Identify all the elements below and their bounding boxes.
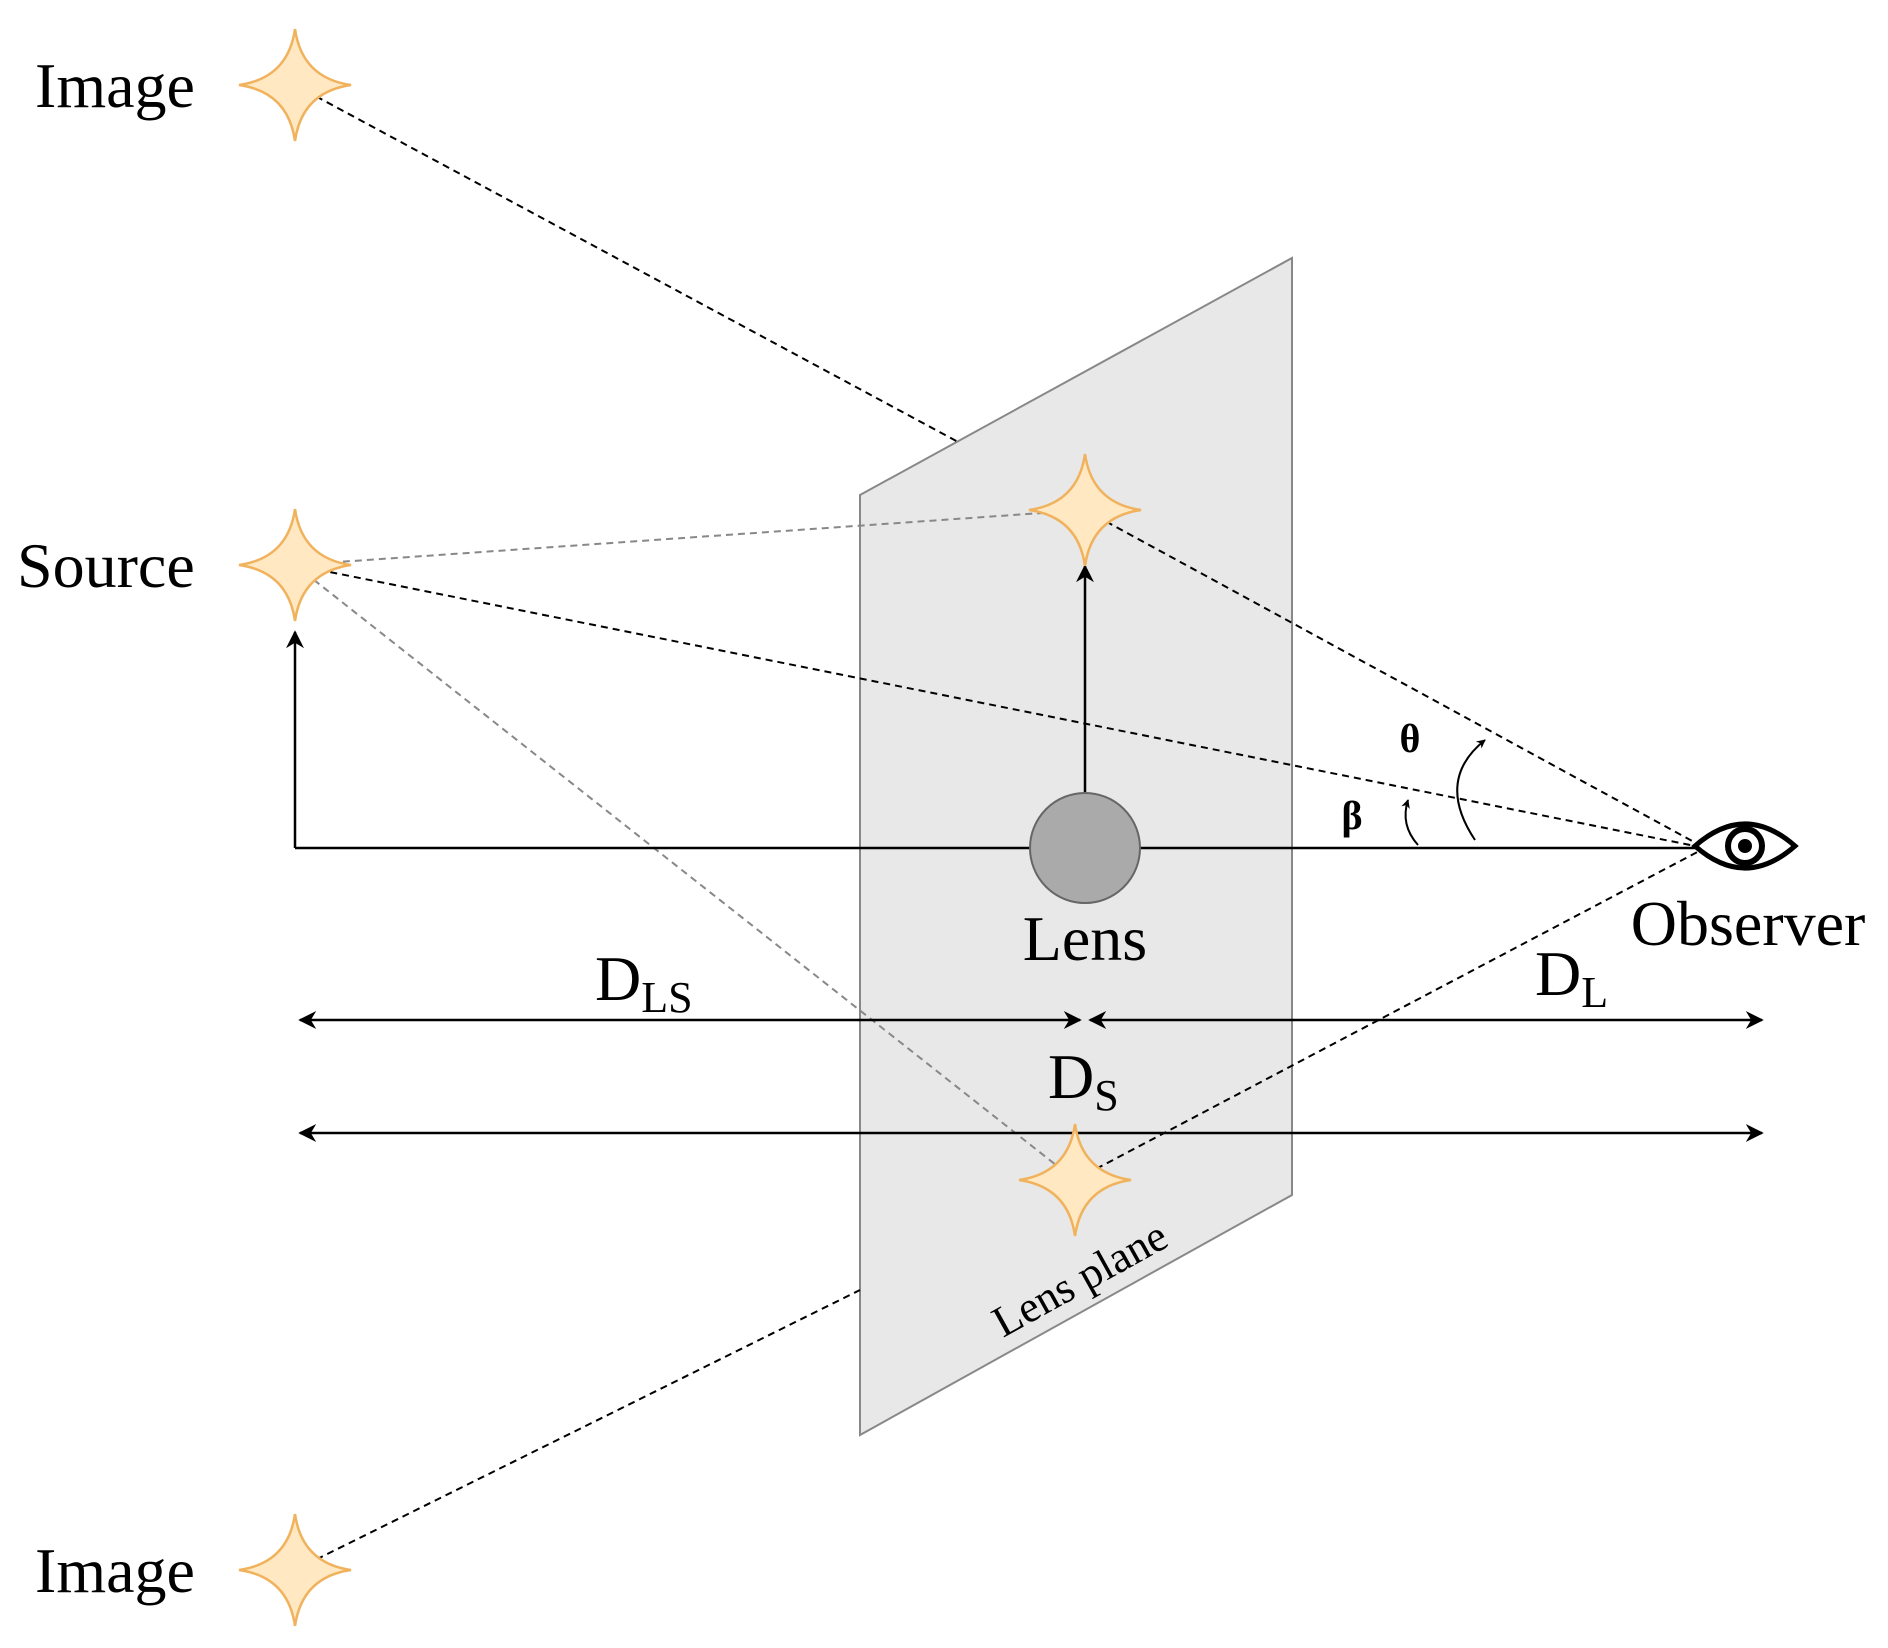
d-l-label: DL [1535, 938, 1608, 1017]
d-s-sub: S [1094, 1071, 1118, 1120]
eye-icon [1691, 821, 1799, 871]
d-ls-main: D [595, 943, 641, 1014]
d-ls-sub: LS [641, 973, 692, 1022]
ray-top-lensed-image-to-observer [1084, 509, 1706, 849]
ray-bottom-image-to-plane [294, 1289, 861, 1571]
d-ls-label: DLS [595, 943, 693, 1022]
d-s-label: DS [1048, 1041, 1119, 1120]
lens-label: Lens [1023, 903, 1147, 974]
source-star [237, 507, 353, 623]
beta-angle-arc [1401, 799, 1419, 846]
observer-label: Observer [1631, 888, 1866, 959]
image-star-bottom [237, 1512, 353, 1628]
d-l-main: D [1535, 938, 1581, 1009]
lens-mass [1029, 792, 1141, 904]
image-label-bottom: Image [35, 1535, 195, 1606]
beta-label: β [1341, 793, 1362, 838]
ray-source-to-bottom-lensed-image [294, 564, 1076, 1181]
source-label: Source [17, 530, 195, 601]
theta-label: θ [1400, 716, 1421, 761]
image-star-top [237, 27, 353, 143]
image-label-top: Image [35, 50, 195, 121]
theta-angle-arc [1456, 739, 1486, 841]
ray-bottom-lensed-image-to-observer [1074, 847, 1706, 1181]
d-s-main: D [1048, 1041, 1094, 1112]
ray-top-image-to-plane [294, 84, 961, 444]
d-l-sub: L [1581, 968, 1608, 1017]
